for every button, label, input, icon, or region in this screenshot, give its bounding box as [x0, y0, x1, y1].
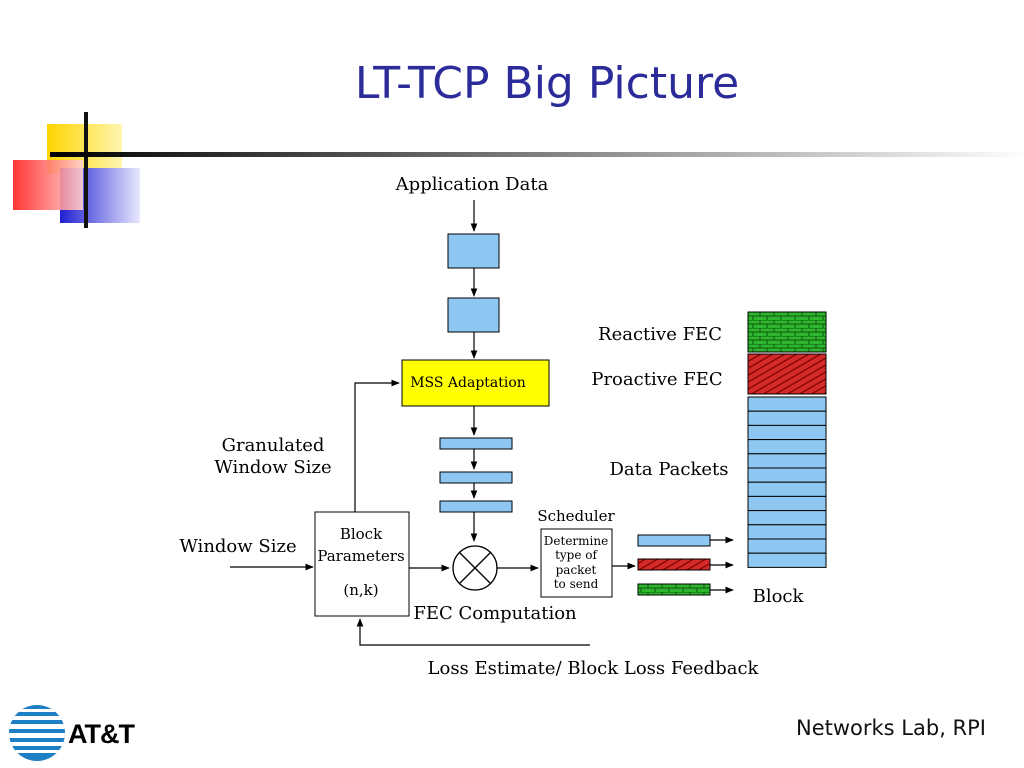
att-globe-icon [9, 705, 65, 761]
block-parameters-nk: (n,k) [343, 581, 378, 599]
output-proactive-fec-packet [637, 558, 711, 571]
reactive-fec-block [747, 311, 827, 353]
block-parameters-line2: Parameters [317, 547, 404, 565]
loss-feedback-label: Loss Estimate/ Block Loss Feedback [428, 658, 760, 679]
data-packet-row [747, 510, 827, 526]
output-reactive-fec-packet [637, 583, 711, 596]
data-packet-row [747, 467, 827, 483]
data-packet-row [747, 424, 827, 441]
scheduler-box-line4: to send [554, 577, 599, 591]
data-packet-row [747, 495, 827, 512]
data-packets-label: Data Packets [610, 459, 729, 480]
data-packet-row [747, 439, 827, 455]
application-data-label: Application Data [395, 174, 549, 195]
proactive-fec-block [747, 353, 827, 395]
data-packet-row [747, 538, 827, 554]
corner-squares-decor [13, 112, 1024, 228]
data-packets-stack [747, 396, 827, 568]
block-label: Block [753, 586, 805, 607]
block-parameters-line1: Block [340, 525, 383, 543]
scheduler-box-line3: packet [556, 563, 597, 577]
data-packet-row [747, 453, 827, 469]
segment-packet-1 [439, 437, 513, 450]
scheduler-box-line2: type of [555, 548, 598, 562]
data-packet-row [747, 410, 827, 426]
mss-adaptation-label: MSS Adaptation [410, 375, 526, 391]
app-buffer-2 [447, 297, 500, 333]
scheduler-box-line1: Determine [544, 534, 608, 548]
mss-adaptation-box [401, 359, 550, 407]
granulated-label-line1: Granulated [222, 435, 325, 456]
segment-packet-3 [439, 500, 513, 513]
block-parameters-box [314, 511, 410, 617]
proactive-fec-label: Proactive FEC [591, 369, 722, 390]
company-name: AT&T [68, 719, 135, 749]
slide-title: LT-TCP Big Picture [354, 58, 740, 109]
data-packet-row [747, 524, 827, 540]
reactive-fec-label: Reactive FEC [598, 324, 722, 345]
data-packet-row [747, 481, 827, 497]
footer-credit: Networks Lab, RPI [796, 716, 986, 740]
scheduler-box [540, 528, 613, 598]
output-data-packet [637, 534, 711, 547]
fec-computation-label: FEC Computation [413, 603, 577, 624]
granulated-label-line2: Window Size [214, 457, 331, 478]
app-buffer-1 [447, 233, 500, 269]
window-size-label: Window Size [179, 536, 296, 557]
segment-packet-2 [439, 471, 513, 484]
data-packet-row [747, 396, 827, 412]
data-packet-row [747, 552, 827, 568]
scheduler-label: Scheduler [537, 507, 615, 525]
